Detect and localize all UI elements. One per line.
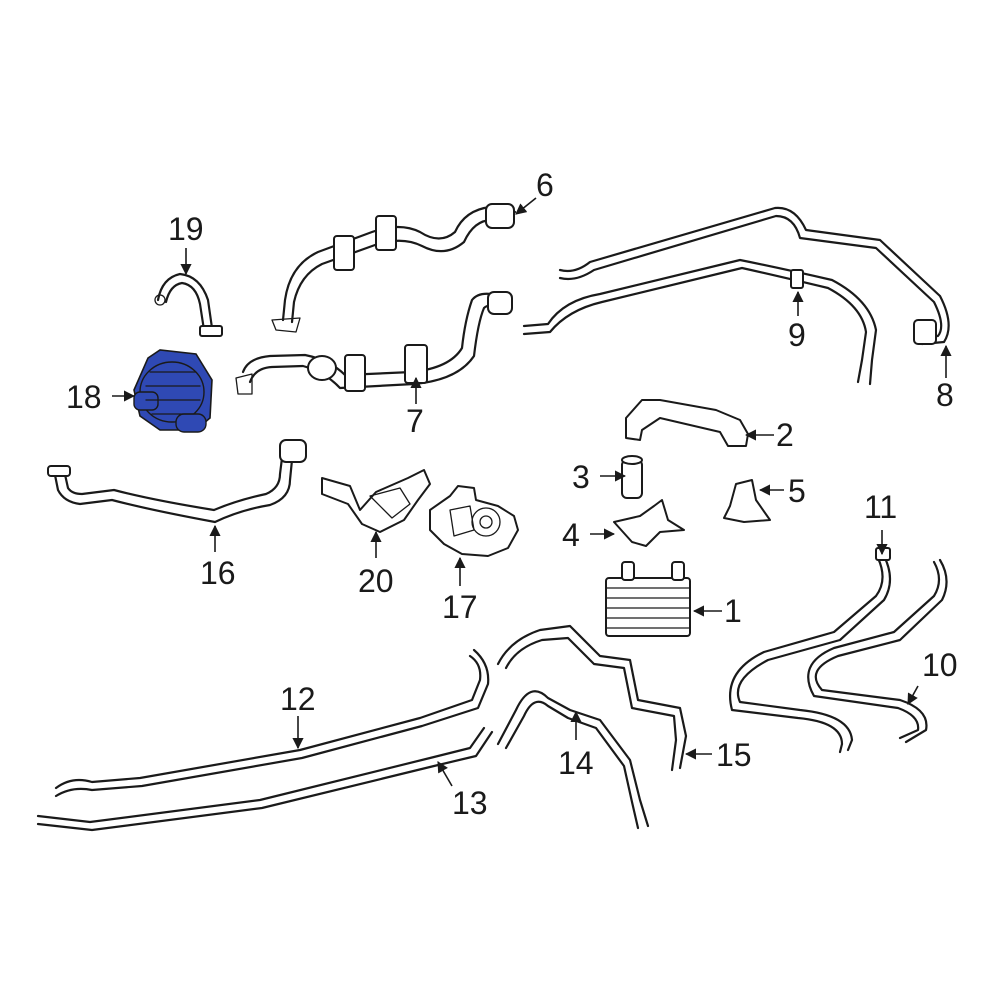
callout-13: 13: [452, 785, 488, 821]
callout-7: 7: [406, 403, 424, 439]
callout-12: 12: [280, 681, 316, 717]
part-18-auxiliary-water-pump[interactable]: [133, 349, 213, 433]
callout-20: 20: [358, 563, 394, 599]
callout-4: 4: [562, 517, 580, 553]
pump-outlet: [175, 413, 207, 433]
part-3-mount[interactable]: [621, 455, 643, 499]
part-14-coolant-line[interactable]: [496, 690, 650, 830]
callout-6: 6: [536, 167, 554, 203]
callout-3: 3: [572, 459, 590, 495]
part-8-coolant-line[interactable]: [558, 206, 950, 346]
callout-19: 19: [168, 211, 204, 247]
pump-inlet: [133, 391, 159, 411]
callout-17: 17: [442, 589, 478, 625]
callout-18: 18: [66, 379, 102, 415]
callout-5: 5: [788, 473, 806, 509]
part-19-mounting-strap[interactable]: [154, 272, 223, 337]
part-17-thermostat-housing[interactable]: [429, 485, 519, 557]
callout-10: 10: [922, 647, 958, 683]
part-5-bracket[interactable]: [723, 479, 771, 523]
part-1-oil-cooler[interactable]: [605, 561, 691, 637]
callout-11: 11: [864, 489, 897, 525]
callout-14: 14: [558, 745, 594, 781]
callout-15: 15: [716, 737, 752, 773]
callout-16: 16: [200, 555, 236, 591]
part-9-coolant-line[interactable]: [522, 258, 878, 386]
part-15-coolant-line[interactable]: [496, 624, 688, 772]
part-20-valve-bracket[interactable]: [321, 469, 431, 533]
part-6-coolant-hose[interactable]: [271, 203, 517, 333]
callout-labels: 1 2 3 4 5 6 7 8 9 10 11 12 13 14 15 16 1…: [66, 167, 958, 821]
part-12-coolant-line[interactable]: [54, 648, 490, 798]
part-10-coolant-line[interactable]: [807, 558, 948, 744]
part-4-bracket[interactable]: [613, 499, 685, 547]
callout-2: 2: [776, 417, 794, 453]
leader-lines: [112, 197, 952, 787]
part-11-coolant-line[interactable]: [729, 547, 892, 754]
callout-9: 9: [788, 317, 806, 353]
callout-8: 8: [936, 377, 954, 413]
callout-1: 1: [724, 593, 742, 629]
part-7-coolant-hose[interactable]: [235, 291, 513, 395]
part-16-coolant-hose[interactable]: [47, 439, 307, 524]
part-2-bracket[interactable]: [625, 399, 749, 447]
part-13-coolant-line[interactable]: [36, 726, 494, 832]
